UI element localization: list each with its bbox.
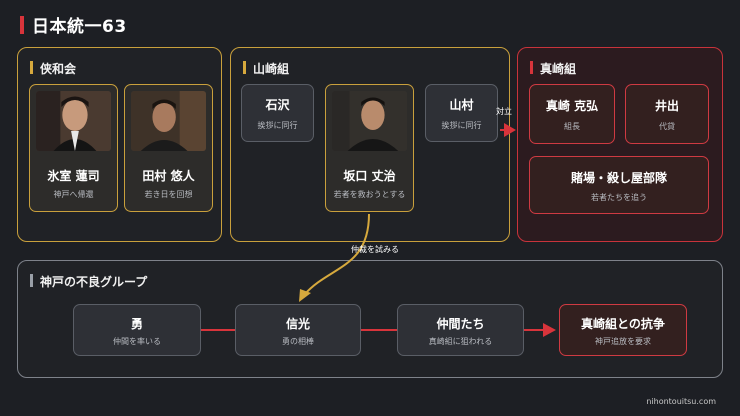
card-ishizawa-name: 石沢 (265, 98, 290, 112)
card-gambling-squad[interactable]: 賭場・殺し屋部隊 若者たちを追う (529, 156, 709, 214)
card-nobumitsu[interactable]: 信光 勇の相棒 (235, 304, 361, 356)
mediation-label: 仲裁を試みる (351, 245, 399, 254)
conflict-label: 対立 (496, 107, 512, 116)
link-nakama-conflict-head (543, 323, 556, 337)
card-himuro[interactable]: 氷室 蓮司 神戸へ帰還 (29, 84, 118, 212)
card-sakaguchi-desc: 若者を救おうとする (333, 190, 406, 199)
card-ide-name: 井出 (654, 99, 679, 113)
portrait-sakaguchi (332, 91, 407, 151)
card-tamura-desc: 若き日を回想 (144, 190, 193, 199)
conflict-arrow-head (504, 123, 516, 137)
card-sakaguchi[interactable]: 坂口 丈治 若者を救おうとする (325, 84, 414, 212)
card-yamamura-name: 山村 (449, 98, 474, 112)
card-nakama-desc: 真崎組に狙われる (428, 337, 493, 346)
card-conflict-name: 真崎組との抗争 (581, 317, 665, 331)
card-yamamura-desc: 挨拶に同行 (441, 121, 482, 130)
card-nobumitsu-desc: 勇の相棒 (282, 337, 314, 346)
card-conflict[interactable]: 真崎組との抗争 神戸追放を要求 (559, 304, 687, 356)
card-mazaki-katsuhiro-desc: 組長 (564, 122, 580, 131)
card-isamu-desc: 仲間を率いる (113, 337, 161, 346)
card-tamura[interactable]: 田村 悠人 若き日を回想 (124, 84, 213, 212)
card-nakama[interactable]: 仲間たち 真崎組に狙われる (397, 304, 524, 356)
group-mazaki-label: 真崎組 (530, 60, 576, 77)
card-ide-desc: 代貸 (659, 122, 675, 131)
card-tamura-name: 田村 悠人 (142, 169, 195, 183)
group-kyowakai-label: 侠和会 (30, 60, 76, 77)
card-gambling-squad-desc: 若者たちを追う (591, 193, 647, 202)
group-kobe-label: 神戸の不良グループ (30, 273, 147, 290)
mediation-arrow-head (299, 289, 311, 302)
card-himuro-desc: 神戸へ帰還 (53, 190, 94, 199)
card-isamu-name: 勇 (130, 317, 143, 331)
card-sakaguchi-name: 坂口 丈治 (343, 169, 396, 183)
card-himuro-name: 氷室 蓮司 (47, 169, 100, 183)
portrait-tamura (131, 91, 206, 151)
card-conflict-desc: 神戸追放を要求 (595, 337, 651, 346)
card-ishizawa-desc: 挨拶に同行 (257, 121, 298, 130)
title-accent-bar (20, 16, 24, 34)
card-nakama-name: 仲間たち (436, 317, 485, 331)
card-nobumitsu-name: 信光 (285, 317, 310, 331)
page-title: 日本統一63 (32, 17, 127, 37)
card-isamu[interactable]: 勇 仲間を率いる (73, 304, 201, 356)
card-ide[interactable]: 井出 代貸 (625, 84, 709, 144)
portrait-himuro (36, 91, 111, 151)
mediation-arrow-line (304, 213, 370, 295)
card-gambling-squad-name: 賭場・殺し屋部隊 (570, 171, 667, 185)
group-yamazaki-label: 山崎組 (243, 60, 289, 77)
card-mazaki-katsuhiro[interactable]: 真崎 克弘 組長 (529, 84, 615, 144)
card-mazaki-katsuhiro-name: 真崎 克弘 (545, 99, 599, 113)
card-yamamura[interactable]: 山村 挨拶に同行 (425, 84, 498, 142)
card-ishizawa[interactable]: 石沢 挨拶に同行 (241, 84, 314, 142)
footer-site: nihontouitsu.com (646, 397, 716, 406)
